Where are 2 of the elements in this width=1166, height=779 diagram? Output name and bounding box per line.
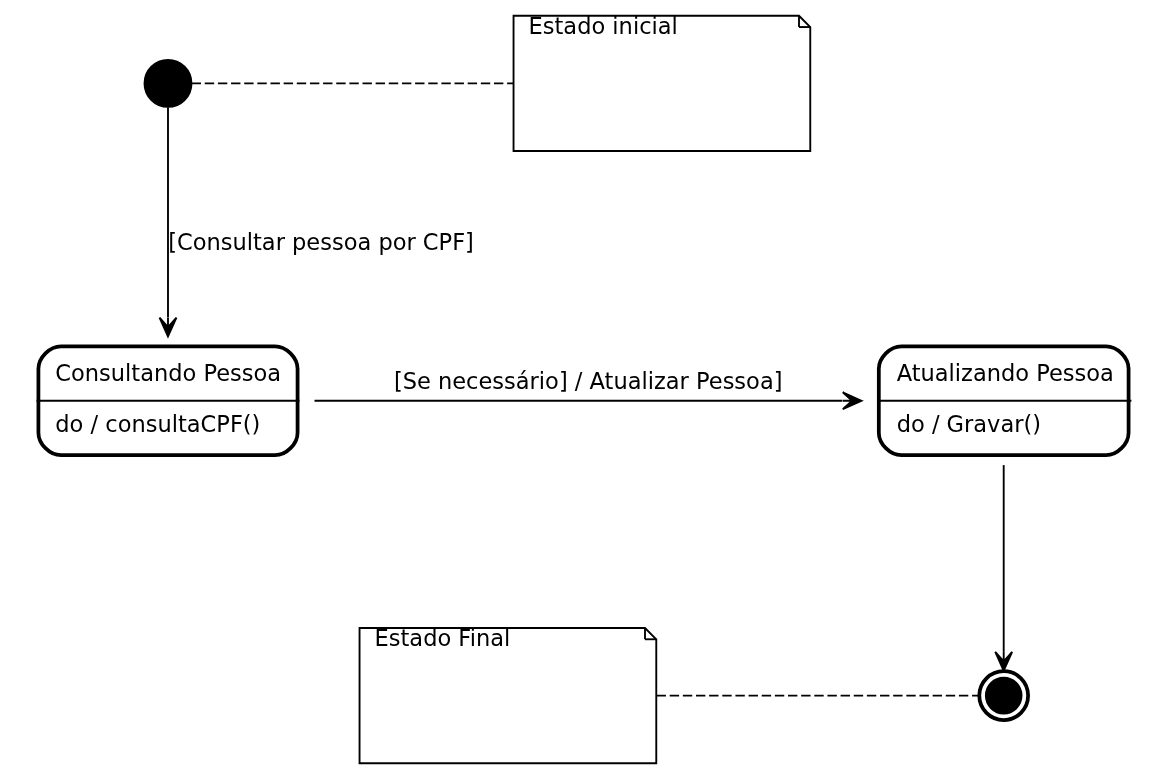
edge-label: [Consultar pessoa por CPF] — [167, 228, 474, 255]
edge-label: [Se necessário] / Atualizar Pessoa] — [393, 367, 782, 394]
